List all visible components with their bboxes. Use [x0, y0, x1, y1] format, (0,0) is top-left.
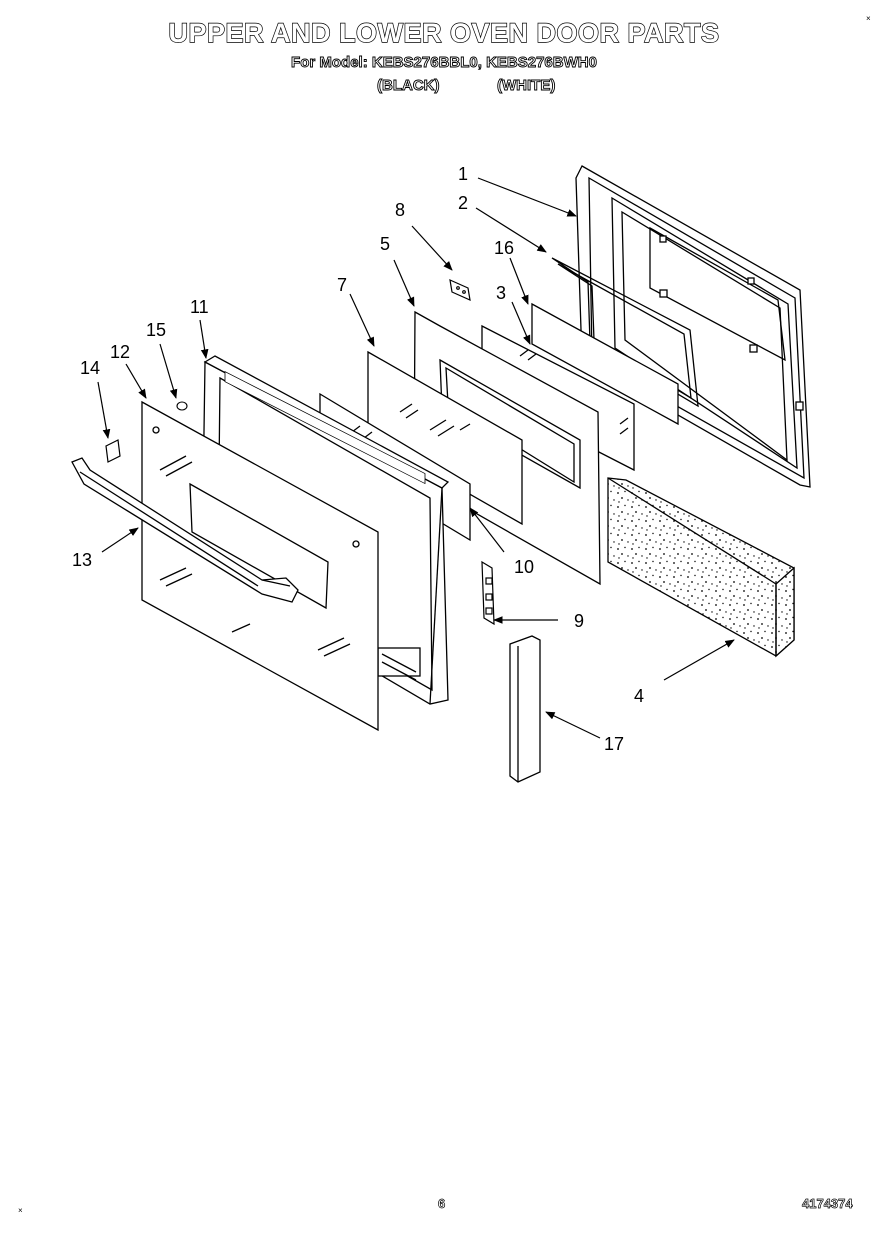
- part-4-insulation-block: [607, 477, 795, 658]
- callout-4: 4: [634, 686, 644, 706]
- variant-black-label: (BLACK): [377, 77, 440, 95]
- callout-9: 9: [574, 611, 584, 631]
- part-14-bracket: [105, 439, 121, 463]
- callout-10: 10: [514, 557, 534, 577]
- callout-1: 1: [458, 164, 468, 184]
- callout-13: 13: [72, 550, 92, 570]
- callout-2: 2: [458, 193, 468, 213]
- callout-3: 3: [496, 283, 506, 303]
- page-title: UPPER AND LOWER OVEN DOOR PARTS: [168, 17, 720, 48]
- callout-15: 15: [146, 320, 166, 340]
- callout-14: 14: [80, 358, 100, 378]
- part-8-clip: [449, 278, 471, 302]
- model-subtitle: For Model: KEBS276BBL0, KEBS276BWH0: [291, 54, 598, 72]
- callout-12: 12: [110, 342, 130, 362]
- part-1-inner-door-panel: [575, 165, 811, 488]
- corner-mark-top-right: ×: [866, 14, 871, 23]
- callout-17: 17: [604, 734, 624, 754]
- part-16-glass-panel: [531, 302, 679, 426]
- part-7-glass-panel: [367, 350, 523, 526]
- part-17-trim-strip: [509, 635, 541, 783]
- callout-arrows: [97, 177, 735, 739]
- part-12-outer-glass: [141, 400, 379, 732]
- variant-white-label: (WHITE): [497, 77, 556, 95]
- callout-labels: 1 2 3 4 5 7 8 9 10 11 12 13 14 15 16 17: [72, 164, 644, 754]
- callout-11: 11: [190, 297, 209, 317]
- callout-7: 7: [337, 275, 347, 295]
- part-13-door-handle: [71, 457, 299, 603]
- page-number: 6: [438, 1196, 446, 1212]
- part-9-hinge-clip: [481, 560, 495, 626]
- callout-16: 16: [494, 238, 514, 258]
- callout-8: 8: [395, 200, 405, 220]
- part-15-screw: [176, 401, 188, 411]
- document-number: 4174374: [802, 1196, 853, 1212]
- callout-5: 5: [380, 234, 390, 254]
- corner-mark-bottom-left: ×: [18, 1206, 23, 1215]
